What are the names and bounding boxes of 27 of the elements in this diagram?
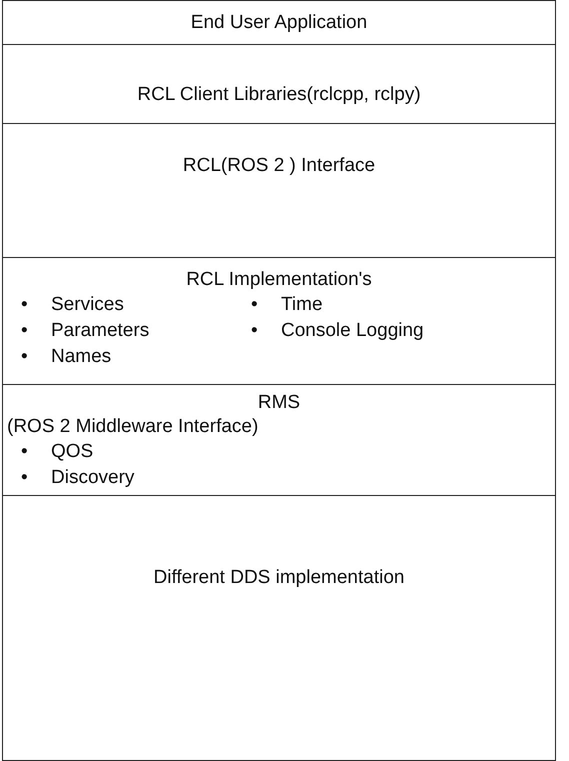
layer-title: Different DDS implementation: [152, 566, 406, 590]
layer-title: RMS: [256, 391, 302, 415]
bullet-mark: •: [21, 345, 28, 369]
layer-box: [2, 257, 556, 385]
bullet-item: Services: [51, 294, 124, 315]
bullet-mark: •: [251, 293, 258, 317]
bullet-mark: •: [21, 293, 28, 317]
layer-box: [2, 123, 556, 258]
bullet-item: Console Logging: [281, 320, 424, 341]
layer-title: End User Application: [190, 11, 368, 35]
bullet-mark: •: [21, 319, 28, 343]
bullet-item: Names: [51, 346, 112, 367]
layer-title: RCL Client Libraries(rclcpp, rclpy): [136, 83, 422, 107]
layer-box: [2, 44, 556, 124]
bullet-mark: •: [21, 440, 28, 464]
bullet-item: QOS: [51, 441, 94, 462]
bullet-mark: •: [21, 466, 28, 490]
layer-subtitle: (ROS 2 Middleware Interface): [6, 415, 260, 439]
layer-box: [2, 495, 556, 761]
layer-box: [2, 0, 556, 45]
layer-title: RCL Implementation's: [185, 268, 373, 292]
bullet-item: Time: [281, 294, 323, 315]
layer-title: RCL(ROS 2 ) Interface: [182, 154, 376, 178]
bullet-item: Discovery: [51, 467, 134, 488]
layer-box: [2, 384, 556, 496]
bullet-mark: •: [251, 319, 258, 343]
bullet-item: Parameters: [51, 320, 150, 341]
